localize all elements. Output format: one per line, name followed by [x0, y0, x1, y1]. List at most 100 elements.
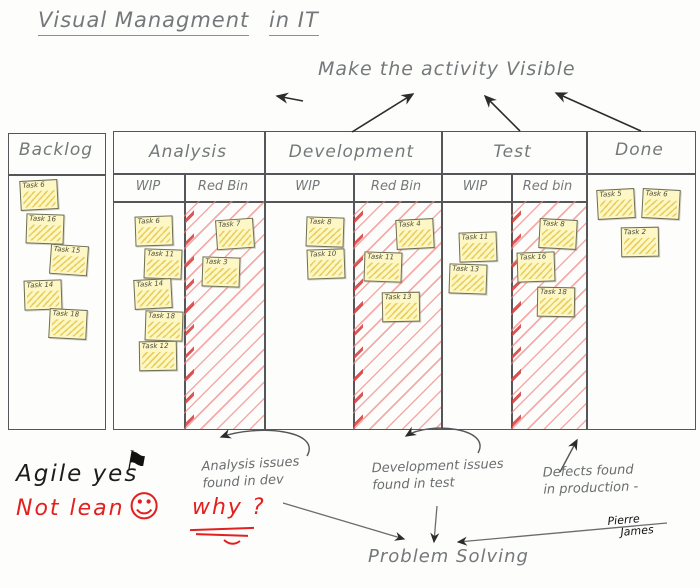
page-title-part1: Visual Managment — [38, 8, 250, 36]
development-issues-line2: found in test — [372, 475, 455, 494]
sticky-note-label: Task 15 — [53, 244, 81, 255]
sticky-note: Task 8 — [538, 218, 578, 250]
page-title-part2: in IT — [268, 8, 319, 36]
backlog-column — [8, 133, 106, 430]
top-arrow-1 — [275, 92, 304, 104]
sticky-note: Task 3 — [201, 256, 241, 288]
sticky-note: Task 5 — [596, 188, 636, 220]
red-tick-marks — [185, 201, 194, 429]
development-wip-label: WIP — [295, 179, 320, 194]
sticky-note-label: Task 6 — [22, 180, 45, 190]
sticky-note-label: Task 11 — [367, 252, 395, 262]
red-tick-marks — [354, 201, 363, 429]
sticky-note-label: Task 14 — [26, 280, 54, 290]
sticky-note: Task 10 — [306, 248, 346, 280]
sticky-note: Task 8 — [305, 216, 345, 248]
make-activity-visible-label: Make the activity Visible — [318, 58, 576, 80]
sticky-note: Task 4 — [395, 218, 435, 250]
sticky-note: Task 15 — [48, 243, 90, 277]
why-underline — [195, 533, 249, 537]
sticky-note: Task 14 — [23, 279, 63, 311]
sticky-note: Task 11 — [458, 231, 498, 263]
sticky-note: Task 18 — [536, 286, 576, 318]
problem-solving-arrow-middle — [430, 505, 440, 544]
analysis-development-divider — [264, 132, 266, 429]
top-arrow-3 — [483, 94, 521, 132]
sticky-note: Task 14 — [133, 278, 173, 310]
not-lean-label: Not lean — [16, 496, 125, 521]
sticky-note-label: Task 18 — [148, 311, 176, 321]
problem-solving-label: Problem Solving — [368, 546, 529, 567]
sticky-note: Task 11 — [363, 251, 403, 283]
sticky-note: Task 12 — [138, 340, 178, 372]
development-header: Development — [288, 142, 415, 162]
analysis-issues-line2: found in dev — [202, 472, 285, 492]
test-done-divider — [586, 132, 588, 429]
sticky-note-label: Task 3 — [205, 257, 228, 267]
sticky-note: Task 11 — [143, 248, 183, 280]
sticky-note-label: Task 8 — [309, 217, 332, 227]
analysis-redbin-label: Red Bin — [197, 179, 249, 194]
board-subheader-divider — [114, 201, 586, 203]
sticky-note-label: Task 8 — [542, 219, 565, 229]
red-tick-marks — [512, 201, 521, 429]
sticky-note-label: Task 16 — [29, 214, 57, 224]
sticky-note: Task 6 — [641, 188, 681, 220]
sticky-note-label: Task 10 — [309, 249, 337, 259]
test-wip-label: WIP — [462, 179, 488, 194]
sticky-note-label: Task 2 — [623, 227, 647, 237]
development-test-divider — [441, 132, 443, 429]
sticky-note-label: Task 13 — [384, 292, 412, 302]
problem-solving-arrow-left — [282, 502, 406, 541]
test-header: Test — [493, 142, 532, 162]
why-underline — [189, 526, 255, 532]
done-header: Done — [615, 140, 664, 160]
sticky-note-label: Task 7 — [218, 219, 241, 230]
sticky-note-label: Task 4 — [398, 219, 421, 229]
sticky-note: Task 13 — [381, 291, 421, 323]
analysis-issues-note: Analysis issues found in dev — [201, 453, 301, 492]
sticky-note-label: Task 14 — [136, 279, 164, 289]
sticky-note: Task 6 — [19, 179, 59, 211]
sticky-note-label: Task 6 — [645, 189, 668, 199]
sticky-note: Task 18 — [48, 308, 88, 340]
kanban-board — [113, 131, 696, 430]
top-arrow-4 — [554, 92, 642, 132]
development-issues-note: Development issues found in test — [371, 456, 504, 495]
sticky-note: Task 16 — [516, 251, 556, 283]
check-flag-icon: ⚑ — [121, 445, 151, 480]
sticky-note-label: Task 18 — [52, 309, 80, 319]
analysis-issues-arrow — [219, 429, 310, 457]
signature-line2: James — [619, 523, 655, 539]
sticky-note-label: Task 11 — [147, 249, 175, 259]
analysis-wip-label: WIP — [135, 179, 161, 194]
sticky-note-label: Task 5 — [599, 189, 622, 199]
sticky-note-label: Task 12 — [141, 341, 169, 351]
sticky-note: Task 2 — [620, 226, 660, 258]
sticky-note-label: Task 13 — [452, 264, 480, 274]
why-label: why ? — [192, 495, 266, 520]
backlog-header-divider — [9, 174, 105, 176]
sticky-note-label: Task 6 — [137, 216, 161, 226]
page-title: Visual Managment in IT — [38, 8, 331, 36]
why-squiggle — [223, 539, 241, 545]
development-issues-arrow — [404, 426, 481, 454]
author-signature: Pierre James — [607, 512, 654, 540]
agile-yes-label: Agile yes — [16, 461, 139, 487]
sticky-note-label: Task 18 — [540, 287, 567, 297]
sticky-note: Task 7 — [214, 217, 256, 251]
sticky-note-label: Task 16 — [519, 252, 547, 262]
sticky-note: Task 13 — [448, 263, 488, 295]
board-header-divider — [114, 173, 695, 175]
development-redbin-label: Red Bin — [370, 179, 422, 194]
defects-note: Defects found in production - — [542, 461, 638, 498]
sticky-note: Task 18 — [144, 310, 184, 342]
defects-line2: in production - — [543, 479, 639, 498]
sticky-note: Task 16 — [25, 213, 65, 245]
smiley-icon: ☺ — [128, 489, 161, 525]
top-arrow-2 — [351, 93, 415, 133]
test-redbin-label: Red bin — [522, 179, 573, 194]
analysis-header: Analysis — [148, 142, 228, 162]
sticky-note: Task 6 — [134, 215, 174, 247]
